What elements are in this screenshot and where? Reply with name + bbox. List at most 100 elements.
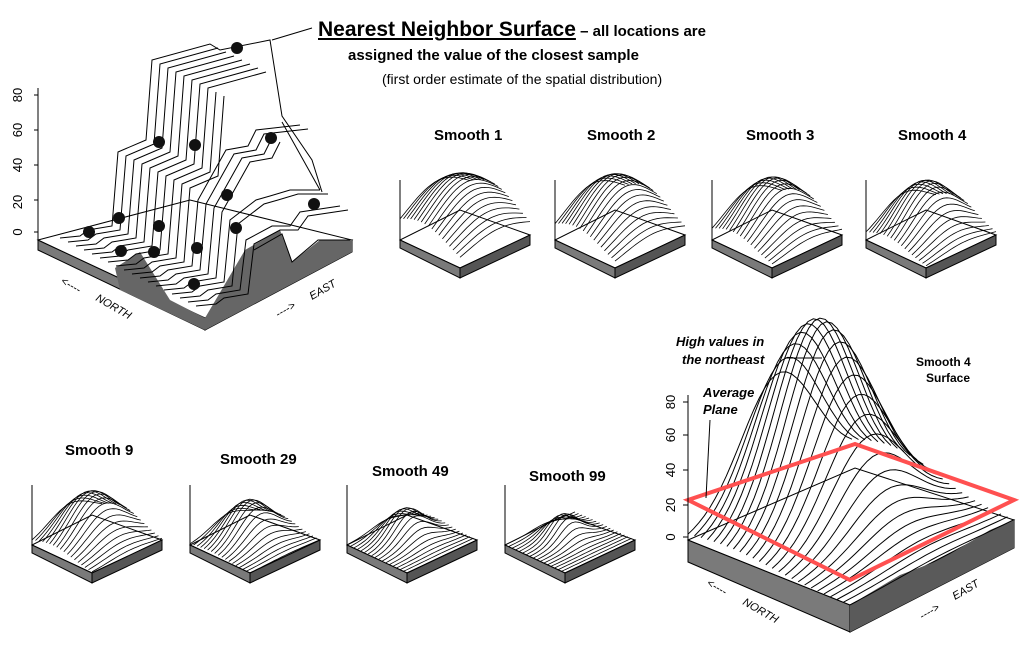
big-surface-line (836, 513, 1002, 600)
smooth-surface-line (378, 520, 449, 560)
smooth-surface-line (543, 529, 614, 564)
smooth-surface-line (235, 531, 306, 566)
big-z-ticks (683, 401, 688, 538)
smooth-surface-line (757, 211, 828, 252)
label-smooth-4: Smooth 4 (898, 127, 967, 144)
smooth-surface-line (750, 199, 821, 246)
big-surface-line (810, 500, 976, 589)
smooth-base-right (249, 539, 321, 584)
sample-point (221, 189, 233, 201)
smooth-surface-line (242, 535, 314, 570)
smooth-surface-line (504, 511, 576, 546)
smooth-surface-line (768, 225, 839, 262)
smooth-surface-line (547, 531, 618, 566)
big-surface-line (771, 413, 937, 569)
sample-point (231, 42, 243, 54)
big-x-axis-label: NORTH (741, 596, 781, 626)
average-plane (682, 441, 1020, 583)
smooth-surface-line (81, 529, 152, 566)
smooth-surface-line (746, 193, 818, 243)
big-y-axis-label: EAST (951, 577, 983, 602)
smooth-surface-line (876, 181, 947, 234)
smooth-surface-line (382, 526, 453, 562)
annotation-high-line2: the northeast (682, 352, 765, 367)
big-z-label: 40 (663, 463, 678, 477)
smooth-surface-line (579, 176, 650, 229)
smooth-surface-line (442, 196, 513, 240)
sample-point (191, 242, 203, 254)
title-line2: assigned the value of the closest sample (348, 47, 639, 64)
smooth-surface-line (607, 217, 678, 255)
big-z-label: 80 (663, 395, 678, 409)
smooth-surface-line (434, 186, 506, 233)
sample-point (83, 226, 95, 238)
main-z-label: 40 (10, 158, 25, 172)
smooth-surface-line (925, 231, 997, 267)
smooth-surface-line (586, 184, 657, 234)
smooth-plot (864, 179, 998, 279)
smooth-surface-line (214, 502, 285, 554)
smooth-surface-line (438, 191, 509, 236)
big-surface-line (823, 507, 989, 595)
smooth-surface-line (908, 210, 979, 253)
smooth-surface-line (922, 228, 993, 264)
label-smooth-1: Smooth 1 (434, 127, 503, 144)
sample-point (189, 139, 201, 151)
smooth-surface-line (232, 528, 303, 564)
smooth-surface-line (445, 202, 516, 243)
smooth-surface-line (754, 205, 825, 249)
smooth-surface-line (554, 534, 625, 569)
big-surface-line (733, 321, 898, 550)
smooth-surface-line (45, 490, 117, 543)
smooth-surface-line (371, 510, 442, 557)
main-z-label: 60 (10, 123, 25, 137)
smooth-surface-line (389, 530, 460, 565)
big-surface-line (784, 452, 950, 576)
smooth-surface-line (364, 507, 435, 553)
smooth-surface-line (49, 490, 120, 545)
smooth-plot (30, 485, 164, 584)
smooth-surface-line (74, 520, 145, 561)
smooth-surface-line (392, 532, 464, 567)
title-rest: – all locations are (575, 23, 706, 40)
smooth-surface-line (84, 532, 155, 568)
smooth-surface-line (459, 221, 531, 258)
label-smooth-2: Smooth 2 (587, 127, 656, 144)
big-z-label: 60 (663, 428, 678, 442)
smooth-surface-line (406, 539, 478, 574)
sample-point (265, 132, 277, 144)
smooth-surface-line (897, 191, 968, 244)
smooth-surface-line (557, 536, 629, 571)
label-smooth-3: Smooth 3 (746, 127, 815, 144)
smooth-base-right (91, 539, 163, 584)
smooth-surface-line (904, 203, 975, 250)
big-z-label: 20 (663, 498, 678, 512)
big-z-labels: 0 20 40 60 80 (663, 395, 678, 541)
smooth-surface-line (900, 197, 972, 247)
big-surface-line (791, 469, 956, 579)
smooth-surface-line (533, 521, 604, 559)
smooth-surface-line (91, 537, 163, 573)
big-surface-line (849, 519, 1015, 606)
smooth-surface-line (424, 176, 495, 225)
smooth-surface-line (743, 187, 815, 240)
smooth-surface-line (597, 200, 668, 244)
smooth-surface-line (918, 225, 989, 261)
smooth-surface-line (431, 182, 502, 230)
smooth-plot (503, 485, 637, 584)
big-surface-line (694, 356, 859, 537)
smooth-plot (188, 485, 322, 584)
annotation-avg-line1: Average (703, 385, 755, 400)
big-north-arrow: <---- (705, 577, 730, 598)
annotation-surface-line1: Smooth 4 (916, 355, 971, 369)
smooth-surface-line (589, 189, 661, 238)
smooth-surface-line (550, 533, 622, 567)
smooth-surface-line (893, 186, 965, 241)
smooth-surface-line (911, 216, 982, 256)
smooth-surface-line (67, 508, 138, 555)
figure-title: Nearest Neighbor Surface – all locations… (318, 18, 706, 42)
smooth-surface-line (725, 176, 797, 230)
title-main: Nearest Neighbor Surface (318, 18, 576, 41)
